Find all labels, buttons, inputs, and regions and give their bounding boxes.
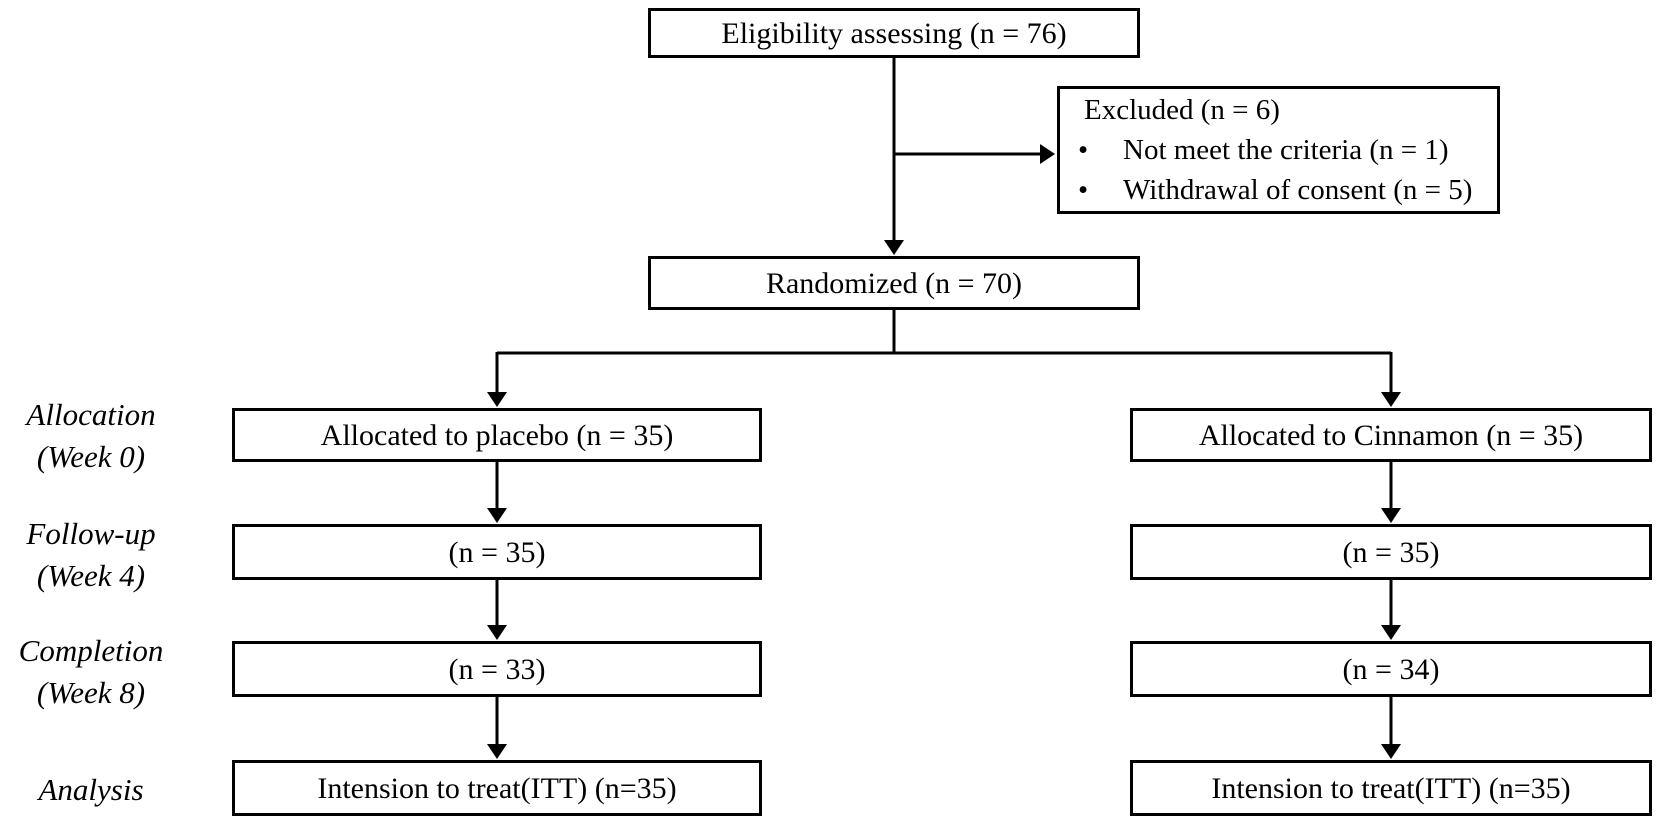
randomized-box: Randomized (n = 70): [648, 256, 1140, 310]
excluded-item: • Withdrawal of consent (n = 5): [1060, 170, 1497, 210]
stage-label-line: (Week 0): [36, 439, 146, 474]
arrow-cinnamon-completion-to-analysis: [1381, 697, 1401, 759]
arrow-cinnamon-allocation-to-followup: [1381, 462, 1401, 523]
stage-label-line: Completion: [18, 633, 164, 668]
cinnamon-analysis-box: Intension to treat(ITT) (n=35): [1130, 760, 1652, 816]
randomization-split-line: [497, 310, 1391, 355]
arrow-placebo-completion-to-analysis: [487, 697, 507, 759]
excluded-item-text: Not meet the criteria (n = 1): [1123, 134, 1449, 166]
stage-label-line: Follow-up: [26, 516, 156, 551]
bullet-icon: •: [1078, 134, 1089, 166]
placebo-analysis-box: Intension to treat(ITT) (n=35): [232, 760, 762, 816]
excluded-item: • Not meet the criteria (n = 1): [1060, 130, 1497, 170]
stage-label-analysis: Analysis: [0, 769, 182, 811]
excluded-item-text: Withdrawal of consent (n = 5): [1123, 174, 1473, 206]
placebo-completion-box: (n = 33): [232, 641, 762, 697]
cinnamon-completion-box: (n = 34): [1130, 641, 1652, 697]
excluded-box: Excluded (n = 6) • Not meet the criteria…: [1057, 86, 1500, 214]
excluded-title: Excluded (n = 6): [1084, 94, 1280, 126]
arrow-to-placebo-allocation: [487, 352, 507, 407]
cinnamon-allocation-box: Allocated to Cinnamon (n = 35): [1130, 408, 1652, 462]
arrow-cinnamon-followup-to-completion: [1381, 580, 1401, 640]
placebo-allocation-box: Allocated to placebo (n = 35): [232, 408, 762, 462]
stage-label-line: Allocation: [26, 397, 156, 432]
stage-label-completion: Completion (Week 8): [0, 630, 182, 714]
arrow-placebo-followup-to-completion: [487, 580, 507, 640]
arrow-to-cinnamon-allocation: [1381, 352, 1401, 407]
placebo-followup-box: (n = 35): [232, 524, 762, 580]
eligibility-box: Eligibility assessing (n = 76): [648, 8, 1140, 58]
arrow-placebo-allocation-to-followup: [487, 462, 507, 523]
stage-label-allocation: Allocation (Week 0): [0, 394, 182, 478]
arrow-to-excluded: [894, 144, 1055, 164]
stage-label-followup: Follow-up (Week 4): [0, 513, 182, 597]
stage-label-line: (Week 4): [36, 558, 146, 593]
cinnamon-followup-box: (n = 35): [1130, 524, 1652, 580]
stage-label-line: (Week 8): [36, 675, 146, 710]
stage-label-line: Analysis: [38, 772, 144, 807]
arrow-eligibility-to-randomized: [884, 58, 904, 255]
bullet-icon: •: [1078, 174, 1089, 206]
